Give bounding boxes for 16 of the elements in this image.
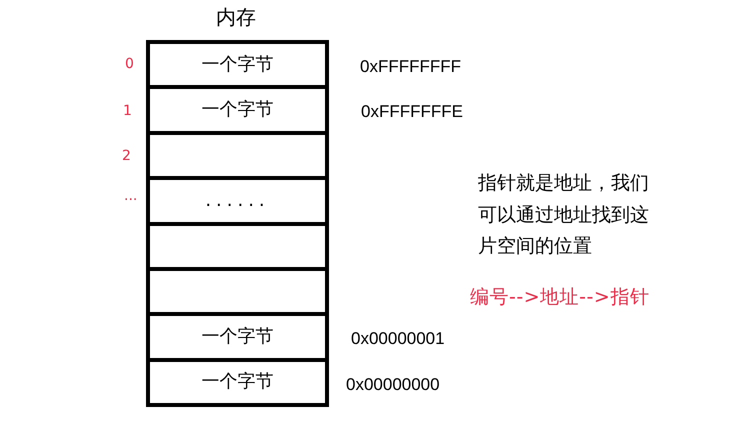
index-number: 2 — [122, 147, 131, 166]
memory-address: 0x00000000 — [346, 374, 440, 396]
cell-label: 一个字节 — [202, 326, 274, 348]
cell-label: 一个字节 — [202, 54, 274, 76]
cell-label: 一个字节 — [202, 371, 274, 394]
cell-label: 一个字节 — [202, 99, 274, 122]
mapping-note: 编号-->地址-->指针 — [470, 285, 650, 310]
cell-label: ...... — [205, 190, 270, 212]
index-ellipsis: ... — [124, 187, 138, 206]
memory-address: 0x00000001 — [351, 328, 445, 350]
column-heading: 内存 — [216, 5, 256, 29]
memory-address: 0xFFFFFFFE — [361, 101, 463, 124]
note-text: 指针就是地址，我们可以通过地址找到这片空间的位置 — [478, 171, 650, 259]
memory-address: 0xFFFFFFFF — [360, 56, 462, 78]
index-number: 0 — [125, 55, 134, 74]
index-number: 1 — [123, 102, 132, 121]
